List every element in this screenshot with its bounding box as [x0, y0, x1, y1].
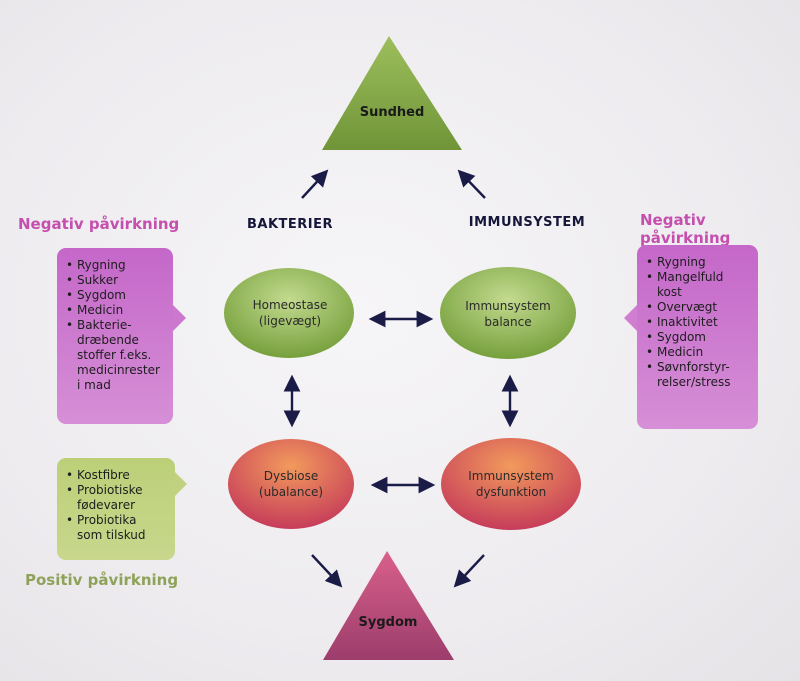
left-negative-notch	[173, 305, 186, 331]
immun-balance-label: Immunsystem balance	[465, 299, 551, 329]
disease-triangle	[323, 551, 454, 660]
right-negative-heading: Negativ påvirkning	[640, 211, 731, 247]
list-item: Medicin	[646, 345, 750, 360]
list-item: Overvægt	[646, 300, 750, 315]
right-negative-list: Rygning Mangelfuld kost Overvægt Inaktiv…	[646, 255, 750, 390]
left-positive-box: Kostfibre Probiotiske fødevarer Probioti…	[57, 458, 175, 560]
list-item: Probiotika som tilskud	[66, 513, 167, 543]
list-item: Mangelfuld kost	[646, 270, 750, 300]
list-item: Rygning	[646, 255, 750, 270]
right-negative-notch	[624, 305, 637, 331]
list-item: Medicin	[66, 303, 165, 318]
left-positive-list: Kostfibre Probiotiske fødevarer Probioti…	[66, 468, 167, 543]
health-label: Sundhed	[359, 105, 425, 120]
left-negative-heading: Negativ påvirkning	[18, 215, 180, 233]
left-positive-heading: Positiv påvirkning	[25, 571, 179, 589]
bakterier-caption: BAKTERIER	[246, 217, 334, 232]
homeostase-oval	[224, 268, 354, 358]
dysbiose-label: Dysbiose (ubalance)	[258, 469, 324, 499]
list-item: Sygdom	[66, 288, 165, 303]
immun-balance-oval	[440, 267, 576, 359]
list-item: Rygning	[66, 258, 165, 273]
list-item: Probiotiske fødevarer	[66, 483, 167, 513]
left-negative-box: Rygning Sukker Sygdom Medicin Bakterie- …	[57, 248, 173, 424]
disease-label: Sygdom	[358, 615, 418, 630]
arrow-to-health-right	[457, 169, 486, 199]
arrow-to-disease-left	[311, 554, 343, 588]
left-negative-list: Rygning Sukker Sygdom Medicin Bakterie- …	[66, 258, 165, 393]
list-item: Bakterie- dræbende stoffer f.eks. medici…	[66, 318, 165, 393]
homeostase-label: Homeostase (ligevægt)	[252, 298, 328, 328]
right-negative-box: Rygning Mangelfuld kost Overvægt Inaktiv…	[637, 245, 758, 429]
list-item: Søvnforstyr- relser/stress	[646, 360, 750, 390]
arrow-to-disease-right	[453, 554, 485, 588]
immun-dysfunktion-oval	[441, 438, 581, 530]
immun-dysfunktion-label: Immunsystem dysfunktion	[468, 469, 554, 499]
list-item: Sukker	[66, 273, 165, 288]
dysbiose-oval	[228, 439, 354, 529]
immunsystem-caption: IMMUNSYSTEM	[468, 215, 586, 230]
arrow-to-health-left	[301, 169, 329, 199]
left-positive-notch	[175, 472, 187, 496]
list-item: Sygdom	[646, 330, 750, 345]
list-item: Inaktivitet	[646, 315, 750, 330]
health-triangle	[322, 36, 462, 150]
list-item: Kostfibre	[66, 468, 167, 483]
